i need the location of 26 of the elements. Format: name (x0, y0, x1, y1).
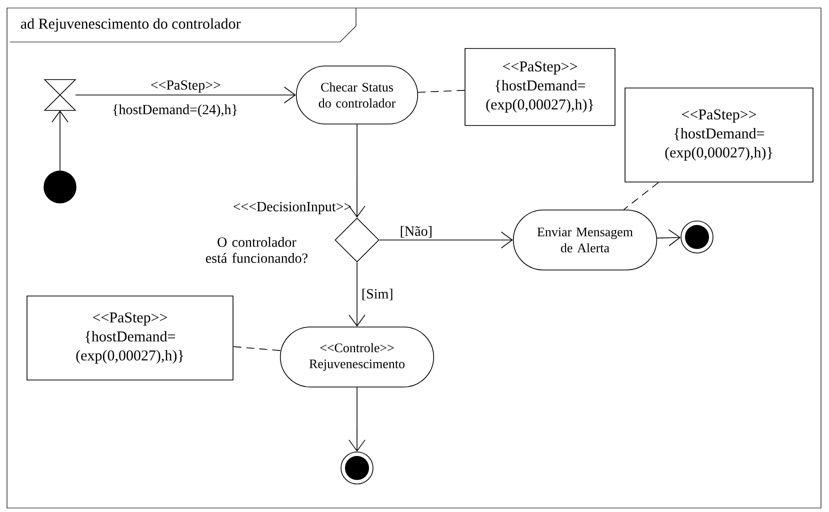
note-connector (623, 182, 659, 210)
stereotype-text: <<<DecisionInput>> (234, 202, 351, 214)
note-connector (233, 346, 282, 352)
edge-label: [Não] (400, 226, 432, 238)
action-node: <<Controle>> Rejuvenescimento (280, 326, 434, 388)
note-box: <<PaStep>> {hostDemand= (exp(0,00027),h)} (464, 48, 616, 126)
arrow (348, 124, 366, 218)
action-node: Enviar Mensagem de Alerta (512, 210, 658, 270)
parameter-label: {hostDemand=(24),h} (113, 104, 237, 118)
note-box: <<PaStep>> {hostDemand= (exp(0,00027),h)} (624, 88, 814, 182)
arrow (52, 110, 68, 171)
edge-label: [Sim] (362, 288, 392, 300)
decision-question: O controlador está funcionando? (206, 237, 308, 263)
note-box: <<PaStep>> {hostDemand= (exp(0,00027),h)} (26, 296, 234, 380)
arrow (348, 387, 366, 452)
arrow (348, 262, 366, 327)
final-node (680, 220, 714, 254)
edge-label: <<PaStep>> (151, 80, 220, 93)
time-event-icon (44, 79, 76, 111)
arrow (656, 229, 681, 246)
decision-diamond (334, 218, 380, 262)
note-connector (418, 90, 465, 93)
action-node: Checar Status do controlador (296, 66, 418, 124)
final-node (340, 452, 374, 484)
initial-node (44, 170, 76, 204)
arrow (379, 232, 513, 248)
